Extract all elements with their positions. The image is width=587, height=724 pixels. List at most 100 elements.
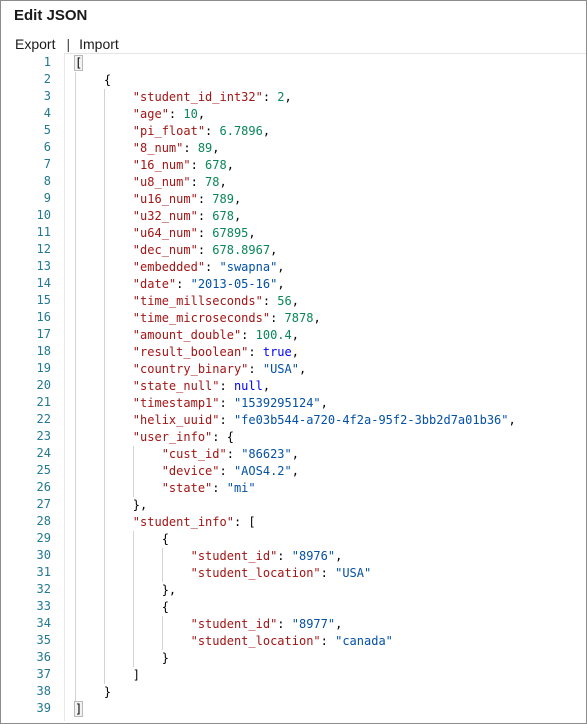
- line-number: 16: [36, 310, 51, 324]
- toolbar-separator: |: [66, 36, 71, 52]
- code-token: "user_info": [132, 430, 213, 444]
- code-token: ,: [197, 107, 206, 121]
- code-token: 100.4: [255, 328, 292, 342]
- code-token: },: [161, 583, 177, 597]
- code-line: "time_microseconds": 7878,: [75, 310, 321, 327]
- line-number: 17: [36, 327, 51, 341]
- code-token: :: [183, 141, 198, 155]
- line-number: 30: [36, 548, 51, 562]
- code-token: "8976": [291, 549, 336, 563]
- code-token: "student_location": [190, 566, 321, 580]
- code-token: : [: [233, 515, 256, 529]
- line-number: 10: [36, 208, 51, 222]
- code-token: :: [212, 481, 227, 495]
- code-token: ,: [219, 175, 227, 189]
- code-token: "8977": [291, 617, 336, 631]
- code-token: {: [161, 532, 169, 546]
- code-token: ,: [262, 379, 271, 393]
- line-number: 5: [43, 123, 51, 137]
- code-token: :: [205, 260, 220, 274]
- line-number: 32: [36, 582, 51, 596]
- code-token: }: [103, 685, 112, 699]
- code-token: "USA": [335, 566, 372, 580]
- code-token: ,: [248, 226, 256, 240]
- line-number: 23: [36, 429, 51, 443]
- code-token: "time_millseconds": [132, 294, 263, 308]
- line-number: 14: [36, 276, 51, 290]
- line-number: 12: [36, 242, 51, 256]
- code-token: "fe03b544-a720-4f2a-95f2-3bb2d7a01b36": [233, 413, 509, 427]
- line-number: 36: [36, 650, 51, 664]
- code-token: 67895: [212, 226, 249, 240]
- code-token: "16_num": [132, 158, 191, 172]
- line-number: 39: [36, 701, 51, 715]
- code-line: }: [75, 650, 169, 667]
- code-token: "AOS4.2": [233, 464, 292, 478]
- line-number: 4: [43, 106, 51, 120]
- code-token: :: [277, 617, 292, 631]
- code-token: ,: [277, 260, 285, 274]
- export-button[interactable]: Export: [15, 36, 56, 52]
- code-line: "device": "AOS4.2",: [75, 463, 299, 480]
- code-token: :: [219, 464, 234, 478]
- line-number: 31: [36, 565, 51, 579]
- code-token: :: [241, 328, 256, 342]
- code-token: "u8_num": [132, 175, 191, 189]
- indent-guide: [161, 548, 163, 582]
- code-line: "student_id_int32": 2,: [75, 89, 292, 106]
- code-token: 2: [277, 90, 285, 104]
- code-line: {: [75, 599, 169, 616]
- line-number: 7: [43, 157, 51, 171]
- code-token: :: [248, 362, 263, 376]
- code-text-area[interactable]: [ { "student_id_int32": 2, "age": 10, "p…: [64, 53, 586, 721]
- code-token: 89: [197, 141, 213, 155]
- line-number: 9: [43, 191, 51, 205]
- code-token: "u64_num": [132, 226, 198, 240]
- code-token: 56: [277, 294, 292, 308]
- line-number: 15: [36, 293, 51, 307]
- code-token: ,: [291, 328, 299, 342]
- code-token: :: [226, 447, 242, 461]
- code-line: "cust_id": "86623",: [75, 446, 299, 463]
- line-number: 11: [36, 225, 51, 239]
- code-token: ,: [212, 141, 220, 155]
- code-line: "student_info": [: [75, 514, 256, 531]
- line-number: 1: [43, 55, 51, 69]
- code-token: :: [219, 396, 234, 410]
- code-token: ,: [233, 192, 242, 206]
- code-token: :: [197, 243, 213, 257]
- code-line: "embedded": "swapna",: [75, 259, 285, 276]
- code-token: : {: [212, 430, 234, 444]
- code-token: :: [197, 209, 213, 223]
- code-token: ]: [132, 668, 141, 682]
- line-number: 33: [36, 599, 51, 613]
- code-token: {: [103, 73, 112, 87]
- code-token: "u16_num": [132, 192, 198, 206]
- code-line: [: [73, 55, 84, 72]
- code-token: 678: [212, 209, 234, 223]
- import-button[interactable]: Import: [79, 36, 119, 52]
- code-line: "dec_num": 678.8967,: [75, 242, 278, 259]
- code-token: :: [197, 226, 213, 240]
- code-token: "mi": [226, 481, 256, 495]
- code-token: [: [73, 55, 84, 71]
- code-token: ,: [320, 396, 328, 410]
- code-token: "age": [132, 107, 169, 121]
- code-token: "canada": [335, 634, 393, 648]
- code-token: :: [270, 311, 285, 325]
- code-line: "student_location": "canada": [75, 633, 393, 650]
- code-token: 789: [212, 192, 234, 206]
- code-line: ]: [73, 701, 84, 718]
- code-token: "cust_id": [161, 447, 227, 461]
- code-token: "amount_double": [132, 328, 242, 342]
- indent-guide: [161, 616, 163, 650]
- code-token: "2013-05-16": [190, 277, 278, 291]
- code-token: "student_id": [190, 549, 278, 563]
- code-line: "state": "mi": [75, 480, 256, 497]
- line-number: 37: [36, 667, 51, 681]
- code-line: "result_boolean": true,: [75, 344, 299, 361]
- code-token: ,: [233, 209, 242, 223]
- code-token: }: [161, 651, 169, 665]
- code-line: }: [75, 684, 111, 701]
